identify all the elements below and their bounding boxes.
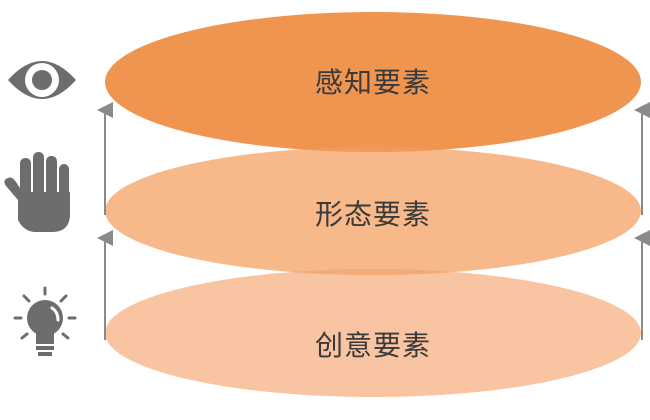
top-layer-ellipse [105,12,641,152]
bottom-layer-label: 创意要素 [315,329,431,362]
top-layer-label: 感知要素 [315,66,431,99]
bottom-layer-ellipse [105,269,641,397]
middle-layer-label: 形态要素 [315,198,431,231]
lightbulb-icon [13,286,77,356]
hand-icon [4,152,70,232]
middle-layer-ellipse [105,147,641,275]
eye-icon [8,61,76,99]
